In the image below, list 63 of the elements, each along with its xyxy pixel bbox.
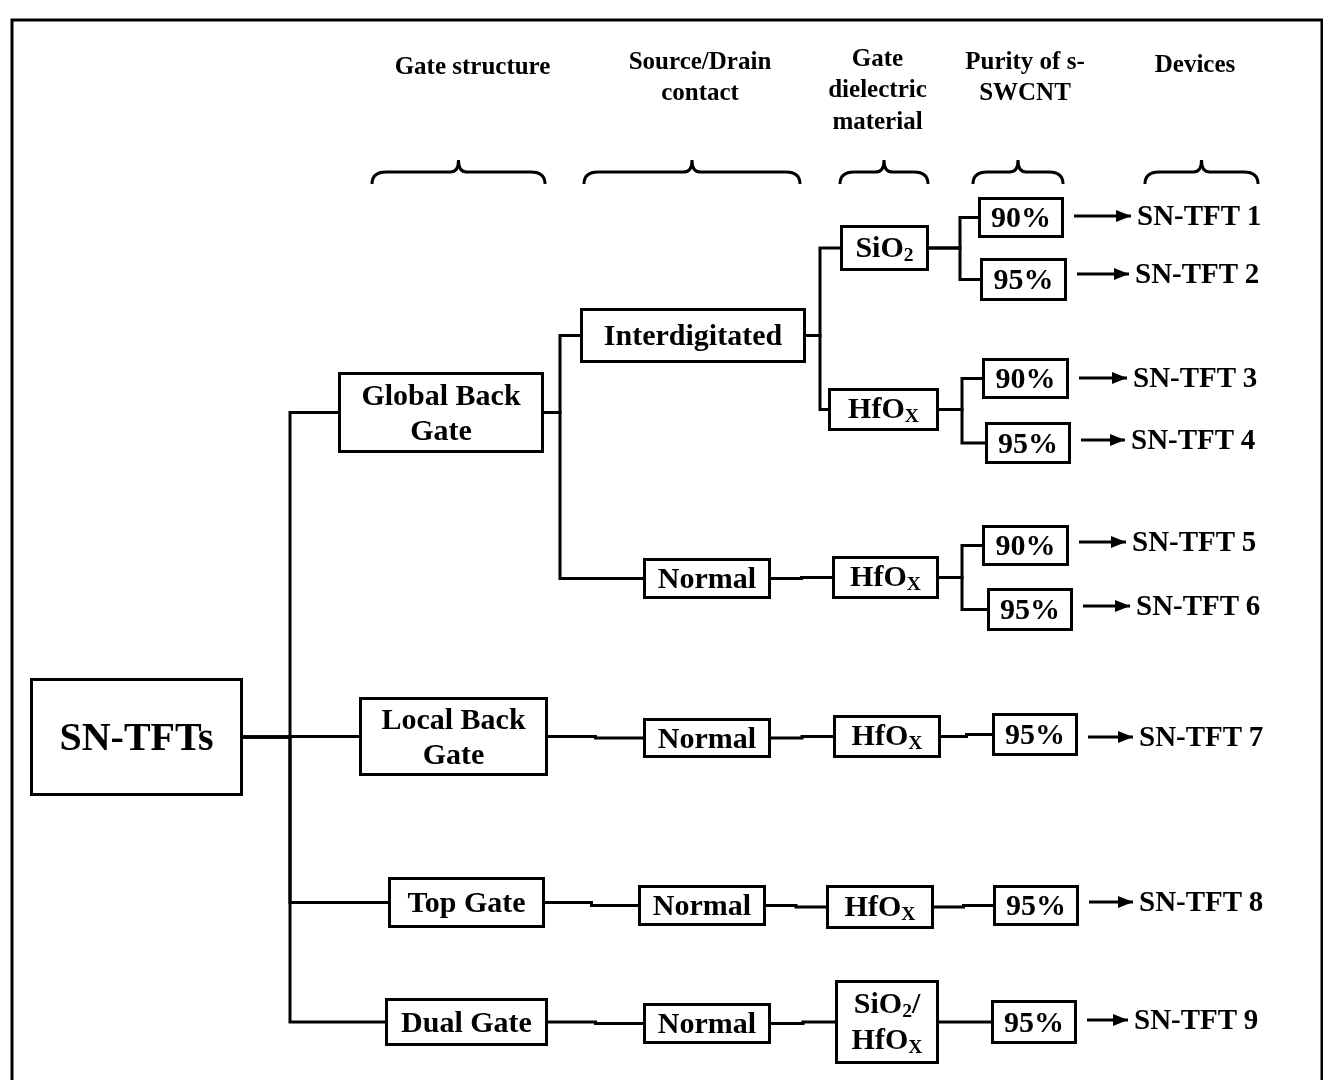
device-label: SN-TFT 2: [1135, 254, 1295, 294]
connector-line: [548, 1020, 643, 1025]
category-box: SN-TFTs: [30, 678, 243, 796]
category-box: Global Back Gate: [338, 372, 544, 453]
connector-line: [934, 904, 993, 909]
device-label: SN-TFT 7: [1139, 717, 1299, 757]
category-box: Normal: [643, 718, 771, 758]
connector-line: [771, 735, 833, 740]
device-label: SN-TFT 8: [1139, 882, 1299, 922]
category-box: 90%: [982, 525, 1069, 566]
category-box: Local Back Gate: [359, 697, 548, 776]
column-heading: Devices: [1153, 49, 1237, 79]
device-label: SN-TFT 3: [1133, 358, 1293, 398]
category-box: Normal: [638, 885, 766, 926]
connector-line: [806, 334, 828, 411]
category-box: HfO$_{X}$: [828, 388, 939, 431]
category-box: 95%: [992, 713, 1078, 756]
category-box: Top Gate: [388, 877, 545, 928]
category-box: 95%: [980, 258, 1067, 301]
category-box: 95%: [987, 588, 1073, 631]
device-label: SN-TFT 6: [1136, 586, 1296, 626]
category-box: Interdigitated: [580, 308, 806, 363]
category-box: 95%: [985, 422, 1071, 464]
connector-line: [766, 904, 826, 909]
category-box: SiO$_{2}$: [840, 225, 929, 271]
device-label: SN-TFT 9: [1134, 1000, 1294, 1040]
category-box: 95%: [993, 885, 1079, 926]
category-box: HfO$_{X}$: [832, 556, 939, 599]
category-box: 90%: [978, 197, 1064, 238]
connector-line: [545, 901, 638, 907]
category-box: HfO$_{X}$: [826, 885, 934, 929]
connector-line: [544, 411, 643, 580]
connector-line: [939, 1020, 991, 1024]
column-heading: Purity of s-SWCNT: [964, 46, 1086, 108]
category-box: 95%: [991, 1000, 1077, 1044]
category-box: Normal: [643, 558, 771, 599]
category-box: HfO$_{X}$: [833, 715, 941, 758]
device-label: SN-TFT 1: [1137, 196, 1297, 236]
arrow: [1074, 210, 1131, 222]
category-box: 90%: [982, 358, 1069, 399]
connector-line: [929, 246, 980, 281]
category-box: Normal: [643, 1003, 771, 1044]
connector-line: [548, 735, 643, 740]
connector-line: [771, 1020, 835, 1025]
connector-line: [941, 733, 992, 738]
arrow: [1077, 268, 1129, 280]
column-heading: Gate dielectric material: [827, 43, 928, 136]
device-label: SN-TFT 4: [1131, 420, 1291, 460]
column-heading: Source/Drain contact: [627, 46, 773, 108]
arrow: [1083, 600, 1130, 612]
connector-line: [771, 576, 832, 580]
connector-line: [243, 735, 385, 1024]
column-heading: Gate structure: [393, 51, 552, 81]
arrow: [1079, 372, 1127, 384]
arrow: [1079, 536, 1126, 548]
category-box: SiO$_{2}$/ HfO$_{X}$: [835, 980, 939, 1064]
arrow: [1089, 896, 1133, 908]
arrow: [1087, 1014, 1128, 1026]
device-label: SN-TFT 5: [1132, 522, 1292, 562]
category-box: Dual Gate: [385, 998, 548, 1046]
arrow: [1081, 434, 1125, 446]
connector-line: [939, 408, 985, 445]
arrow: [1088, 731, 1133, 743]
